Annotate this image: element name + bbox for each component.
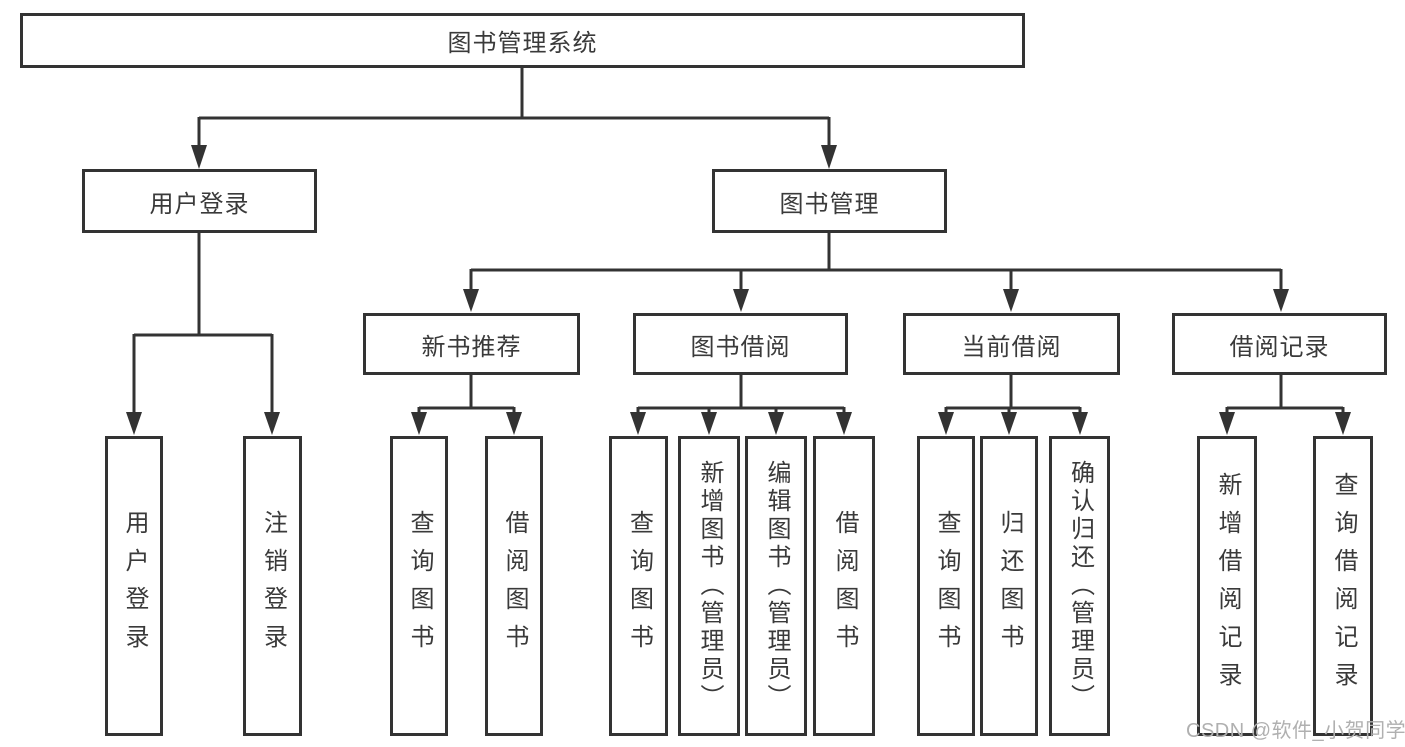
node-leaf-query-books-1: 查询图书 xyxy=(390,436,448,736)
node-book-borrow: 图书借阅 xyxy=(633,313,848,375)
node-current-borrow: 当前借阅 xyxy=(903,313,1120,375)
leaf-label: 查询借阅记录 xyxy=(1330,472,1357,700)
node-user-login: 用户登录 xyxy=(82,169,317,233)
connector-new-book-branch xyxy=(411,374,522,435)
node-leaf-logout: 注销登录 xyxy=(243,436,302,736)
connector-root-to-level2 xyxy=(191,68,837,169)
leaf-label: 新增借阅记录 xyxy=(1214,472,1241,700)
node-leaf-add-books-admin: 新增图书（管理员） xyxy=(678,436,740,736)
node-leaf-return-books: 归还图书 xyxy=(980,436,1038,736)
leaf-label: 编辑图书（管理员） xyxy=(763,460,790,712)
node-leaf-borrow-books-1: 借阅图书 xyxy=(485,436,543,736)
leaf-label: 注销登录 xyxy=(259,510,287,662)
node-leaf-user-login: 用户登录 xyxy=(105,436,163,736)
leaf-label: 归还图书 xyxy=(996,510,1023,662)
csdn-watermark: CSDN @软件_小贺同学 xyxy=(1186,720,1405,742)
node-borrow-record: 借阅记录 xyxy=(1172,313,1387,375)
leaf-label: 查询图书 xyxy=(625,510,653,662)
connector-book-mgmt-branch xyxy=(463,233,1289,312)
leaf-label: 查询图书 xyxy=(406,510,433,662)
leaf-label: 新增图书（管理员） xyxy=(696,460,723,712)
connector-borrow-record-branch xyxy=(1219,374,1351,435)
leaf-label: 用户登录 xyxy=(121,510,148,662)
leaf-label: 借阅图书 xyxy=(831,510,858,662)
connector-current-borrow-branch xyxy=(938,374,1088,435)
leaf-label: 借阅图书 xyxy=(501,510,528,662)
node-leaf-query-books-3: 查询图书 xyxy=(917,436,975,736)
node-leaf-confirm-return-admin: 确认归还（管理员） xyxy=(1049,436,1110,736)
node-leaf-query-books-2: 查询图书 xyxy=(609,436,668,736)
node-new-book-recommend: 新书推荐 xyxy=(363,313,580,375)
node-leaf-add-borrow-record: 新增借阅记录 xyxy=(1197,436,1257,736)
leaf-label: 确认归还（管理员） xyxy=(1066,460,1094,712)
connector-book-borrow-branch xyxy=(630,374,852,435)
node-library-management-system: 图书管理系统 xyxy=(20,13,1025,68)
connector-user-login-branch xyxy=(126,233,280,435)
leaf-label: 查询图书 xyxy=(933,510,960,662)
node-leaf-query-borrow-record: 查询借阅记录 xyxy=(1313,436,1373,736)
node-leaf-edit-books-admin: 编辑图书（管理员） xyxy=(745,436,807,736)
node-leaf-borrow-books-2: 借阅图书 xyxy=(813,436,875,736)
node-book-management: 图书管理 xyxy=(712,169,947,233)
